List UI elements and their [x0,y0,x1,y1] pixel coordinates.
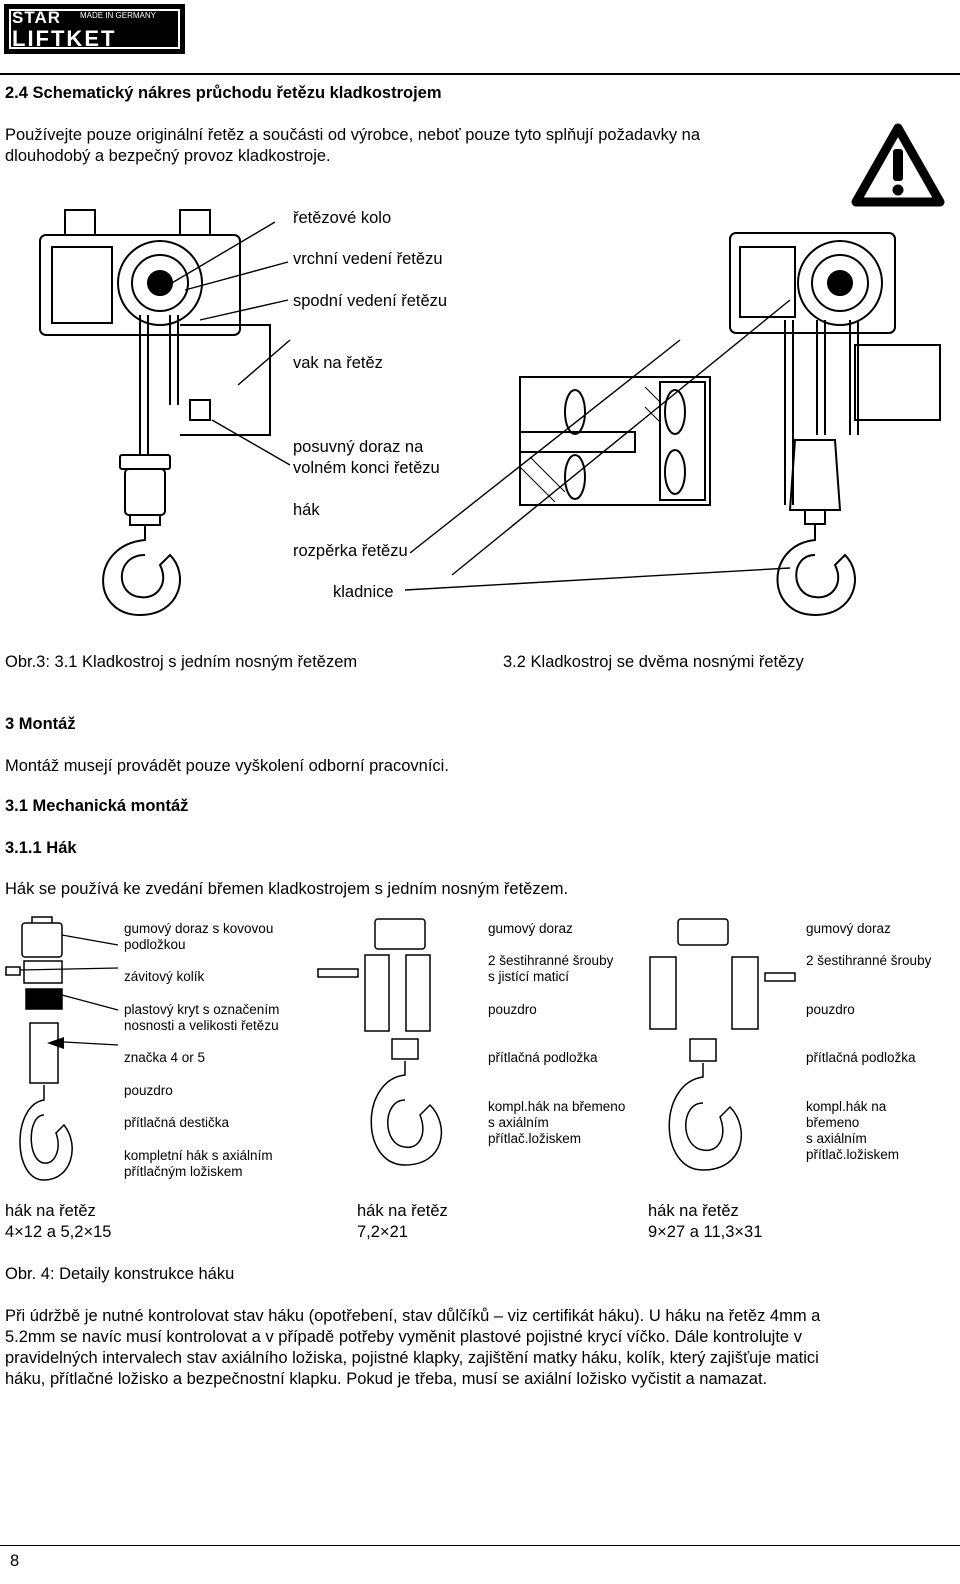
section-3-1-title: 3.1 Mechanická montáž [5,797,189,815]
figure-3-caption-right: 3.2 Kladkostroj se dvěma nosnými řetězy [503,653,804,671]
logo-liftket-text: LIFTKET [12,26,117,51]
label-sliding-stop-2: volném konci řetězu [293,459,440,477]
intro-line-2: dlouhodobý a bezpečný provoz kladkostroj… [5,147,331,165]
fig4-left-label-4: plastový kryt s označením [124,1002,280,1017]
fig4-right-label-8: přítlač.ložiskem [806,1147,900,1162]
maintenance-line-1: Při údržbě je nutné kontrolovat stav hák… [5,1307,821,1325]
maintenance-line-4: háku, přítlačné ložisko a bezpečnostní k… [5,1370,768,1388]
fig4-left-label-10: přítlačným ložiskem [124,1164,243,1179]
fig4-mid-label-5: přítlačná podložka [488,1050,598,1065]
hook-size-3-line1: hák na řetěz [648,1202,739,1220]
label-chain-spacer: rozpěrka řetězu [293,542,408,560]
liftket-logo: STAR MADE IN GERMANY LIFTKET [4,4,185,54]
logo-star-text: STAR [12,8,62,27]
section-3-text: Montáž musejí provádět pouze vyškolení o… [5,757,449,775]
hook-small-exploded-drawing [5,916,73,1181]
fig4-left-label-3: závitový kolík [124,969,205,984]
fig4-right-label-5: kompl.hák na [806,1099,887,1114]
fig4-mid-label-3: s jistící maticí [488,969,570,984]
warning-icon [851,123,945,207]
hook-size-1-line1: hák na řetěz [5,1202,96,1220]
label-hook: hák [293,501,320,519]
hook-size-3-line2: 9×27 a 11,3×31 [648,1223,763,1241]
logo-made-in-germany: MADE IN GERMANY [80,11,157,20]
fig4-mid-label-8: přítlač.ložiskem [488,1131,582,1146]
chain-guide-detail-drawing [519,376,711,506]
figure-3-caption-left: Obr.3: 3.1 Kladkostroj s jedním nosným ř… [5,653,358,671]
fig4-left-label-7: pouzdro [124,1083,173,1098]
figure-4-caption: Obr. 4: Detaily konstrukce háku [5,1265,235,1283]
hook-size-1-line2: 4×12 a 5,2×15 [5,1223,112,1241]
section-3-1-1-title: 3.1.1 Hák [5,839,77,857]
fig4-mid-label-7: s axiálním [488,1115,549,1130]
hoist-double-chain-drawing [729,232,941,617]
footer-rule [0,1545,960,1546]
fig4-right-label-6: břemeno [806,1115,860,1130]
intro-line-1: Používejte pouze originální řetěz a souč… [5,126,701,144]
label-upper-chain-guide: vrchní vedení řetězu [293,250,443,268]
logo-frame [9,9,180,49]
label-sliding-stop-1: posuvný doraz na [293,438,424,456]
fig4-right-label-3: pouzdro [806,1002,855,1017]
label-chain-wheel: řetězové kolo [293,209,392,227]
fig4-left-label-8: přítlačná destička [124,1115,230,1130]
fig4-left-label-5: nosnosti a velikosti řetězu [124,1018,279,1033]
page-number: 8 [10,1552,20,1570]
fig4-right-label-7: s axiálním [806,1131,867,1146]
section-3-title: 3 Montáž [5,715,76,733]
hook-large-exploded-drawing [649,918,796,1171]
fig4-right-label-1: gumový doraz [806,921,891,936]
label-lower-chain-guide: spodní vedení řetězu [293,292,448,310]
fig4-mid-label-4: pouzdro [488,1002,537,1017]
section-3-1-1-text: Hák se používá ke zvedání břemen kladkos… [5,880,569,898]
fig4-right-label-2: 2 šestihranné šrouby [806,953,932,968]
hoist-single-chain-drawing [39,209,271,617]
label-bottom-block: kladnice [333,583,394,601]
label-chain-bag: vak na řetěz [293,354,383,372]
hook-medium-exploded-drawing [317,918,443,1166]
maintenance-line-2: 5.2mm se navíc musí kontrolovat a v příp… [5,1328,802,1346]
fig4-right-label-4: přítlačná podložka [806,1050,916,1065]
hook-size-2-line2: 7,2×21 [357,1223,408,1241]
header-rule [0,73,960,75]
section-2-4-title: 2.4 Schematický nákres průchodu řetězu k… [5,84,442,102]
fig4-left-label-2: podložkou [124,937,186,952]
fig4-mid-label-1: gumový doraz [488,921,573,936]
fig4-mid-label-6: kompl.hák na břemeno [488,1099,626,1114]
hook-size-2-line1: hák na řetěz [357,1202,448,1220]
fig4-left-label-6: značka 4 or 5 [124,1050,206,1065]
fig4-left-label-9: kompletní hák s axiálním [124,1148,273,1163]
maintenance-line-3: pravidelných intervalech stav axiálního … [5,1349,819,1367]
fig4-left-label-1: gumový doraz s kovovou [124,921,274,936]
fig4-mid-label-2: 2 šestihranné šrouby [488,953,614,968]
